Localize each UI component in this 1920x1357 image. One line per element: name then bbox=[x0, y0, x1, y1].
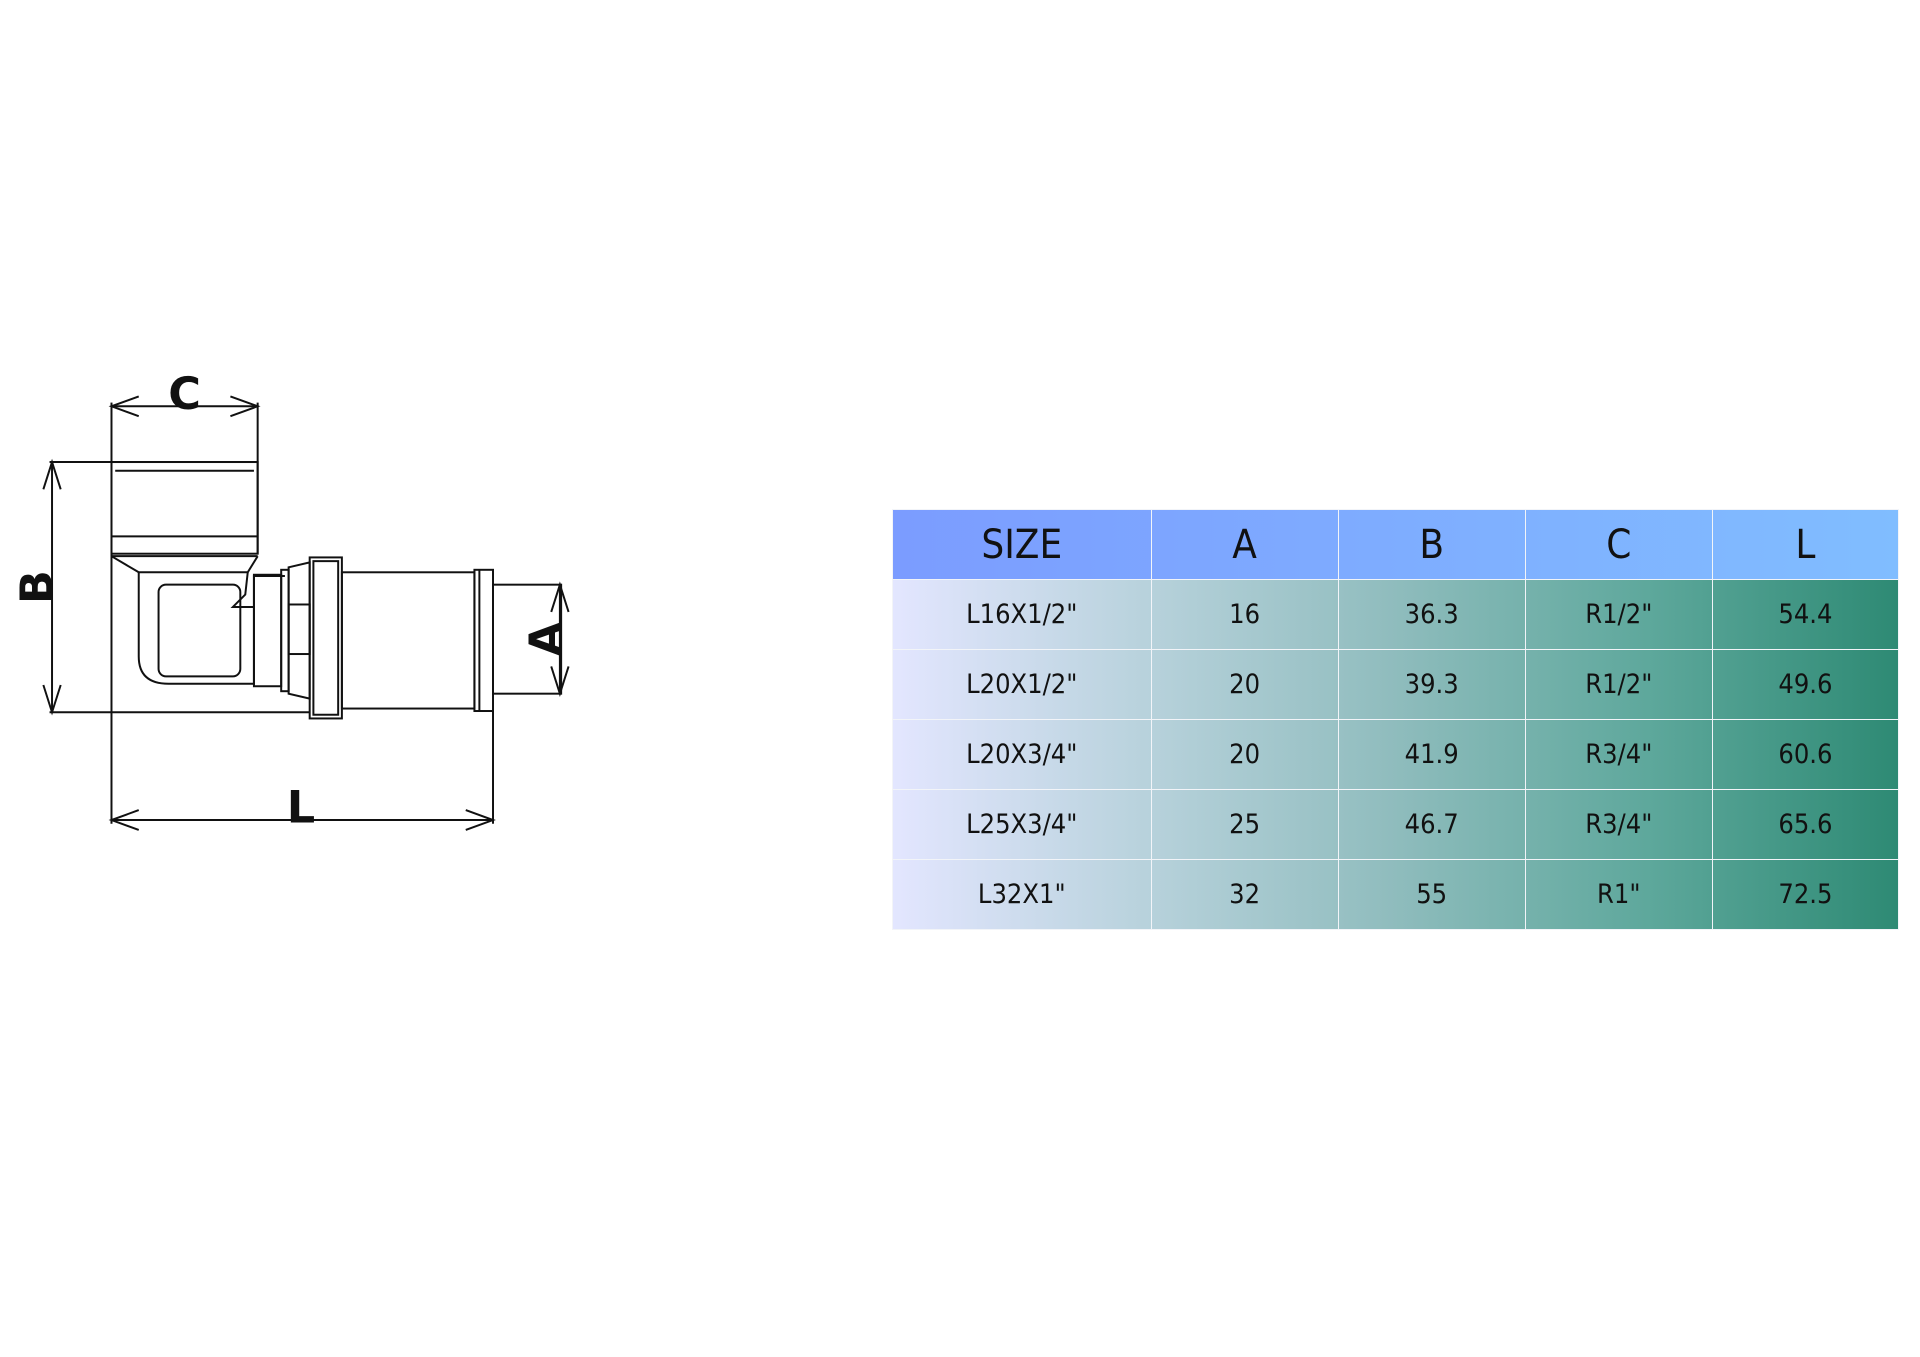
cell-a: 16 bbox=[1150, 579, 1339, 650]
cell-size: L16X1/2" bbox=[892, 579, 1152, 650]
fitting-body bbox=[110, 461, 563, 720]
cell-size: L32X1" bbox=[892, 859, 1152, 930]
cell-size: L20X3/4" bbox=[892, 719, 1152, 790]
dimension-c bbox=[108, 395, 261, 554]
table-row: L25X3/4" 25 46.7 R3/4" 65.6 bbox=[892, 789, 1900, 860]
cell-l: 60.6 bbox=[1711, 719, 1900, 790]
cell-a: 20 bbox=[1150, 649, 1339, 720]
size-spec-table: SIZE A B C L L16X1/2" 16 36.3 R1/2" 54.4… bbox=[892, 509, 1900, 930]
cell-c: R3/4" bbox=[1524, 719, 1713, 790]
cell-l: 49.6 bbox=[1711, 649, 1900, 720]
header-size: SIZE bbox=[892, 509, 1152, 580]
cell-c: R1/2" bbox=[1524, 649, 1713, 720]
header-l: L bbox=[1711, 509, 1900, 580]
cell-a: 32 bbox=[1150, 859, 1339, 930]
dimension-label-a: A bbox=[520, 621, 572, 656]
dimension-b bbox=[42, 458, 310, 716]
cell-c: R1/2" bbox=[1524, 579, 1713, 650]
table-row: L16X1/2" 16 36.3 R1/2" 54.4 bbox=[892, 579, 1900, 650]
cell-b: 41.9 bbox=[1337, 719, 1526, 790]
cell-a: 20 bbox=[1150, 719, 1339, 790]
cell-b: 55 bbox=[1337, 859, 1526, 930]
cell-l: 65.6 bbox=[1711, 789, 1900, 860]
header-b: B bbox=[1337, 509, 1526, 580]
dimension-label-c: C bbox=[168, 368, 201, 420]
cell-c: R3/4" bbox=[1524, 789, 1713, 860]
cell-b: 36.3 bbox=[1337, 579, 1526, 650]
table-header-row: SIZE A B C L bbox=[892, 509, 1900, 580]
cell-l: 54.4 bbox=[1711, 579, 1900, 650]
cell-l: 72.5 bbox=[1711, 859, 1900, 930]
header-a: A bbox=[1150, 509, 1339, 580]
dimension-l bbox=[108, 462, 496, 831]
dimension-a bbox=[550, 581, 570, 697]
cell-c: R1" bbox=[1524, 859, 1713, 930]
cell-size: L20X1/2" bbox=[892, 649, 1152, 720]
cell-size: L25X3/4" bbox=[892, 789, 1152, 860]
cell-b: 39.3 bbox=[1337, 649, 1526, 720]
table-row: L20X3/4" 20 41.9 R3/4" 60.6 bbox=[892, 719, 1900, 790]
table-row: L32X1" 32 55 R1" 72.5 bbox=[892, 859, 1900, 930]
dimension-label-b: B bbox=[11, 570, 63, 604]
table-row: L20X1/2" 20 39.3 R1/2" 49.6 bbox=[892, 649, 1900, 720]
cell-b: 46.7 bbox=[1337, 789, 1526, 860]
header-c: C bbox=[1524, 509, 1713, 580]
dimension-label-l: L bbox=[287, 781, 315, 833]
cell-a: 25 bbox=[1150, 789, 1339, 860]
